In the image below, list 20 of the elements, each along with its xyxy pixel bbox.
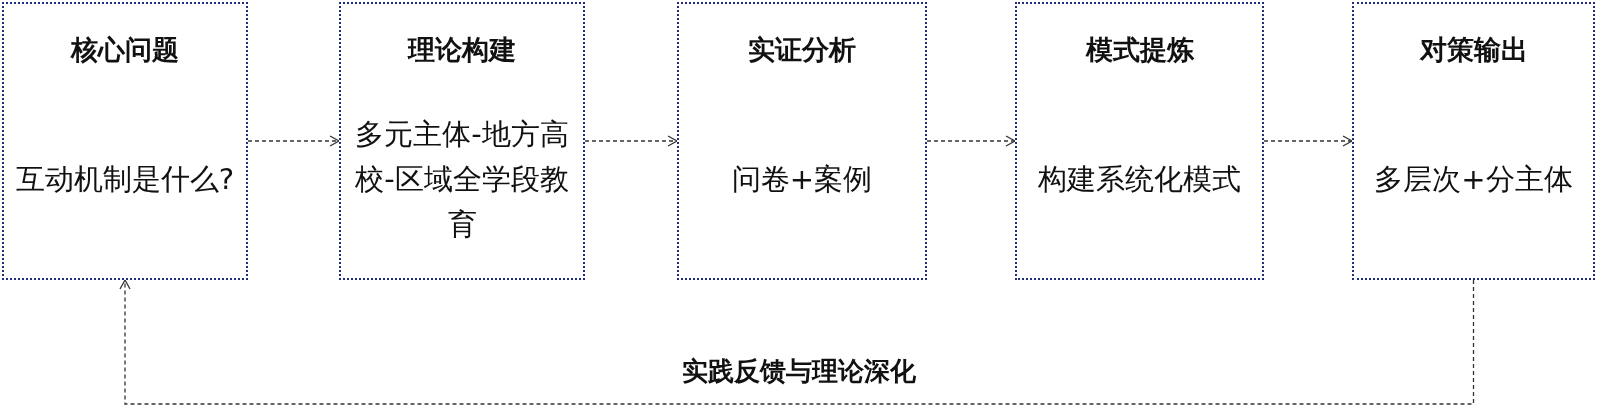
box-text: 多层次+分主体 — [1374, 160, 1573, 198]
process-box — [677, 2, 927, 280]
process-box — [1015, 2, 1264, 280]
process-box — [339, 2, 585, 280]
arrow — [247, 135, 340, 147]
box-text: 多元主体-地方高校-区域全学段教育 — [354, 115, 570, 243]
arrow — [1263, 135, 1353, 147]
arrow — [584, 135, 678, 147]
box-heading: 实证分析 — [748, 33, 856, 67]
box-text: 互动机制是什么? — [15, 160, 235, 198]
arrow — [926, 135, 1016, 147]
box-heading: 模式提炼 — [1085, 33, 1194, 67]
box-text: 构建系统化模式 — [1038, 160, 1241, 198]
box-heading: 理论构建 — [408, 33, 516, 67]
box-text: 问卷+案例 — [731, 160, 873, 198]
box-heading: 核心问题 — [71, 33, 179, 67]
process-box — [2, 2, 248, 280]
box-heading: 对策输出 — [1419, 33, 1528, 67]
arrow — [119, 279, 1475, 405]
process-box — [1352, 2, 1595, 280]
